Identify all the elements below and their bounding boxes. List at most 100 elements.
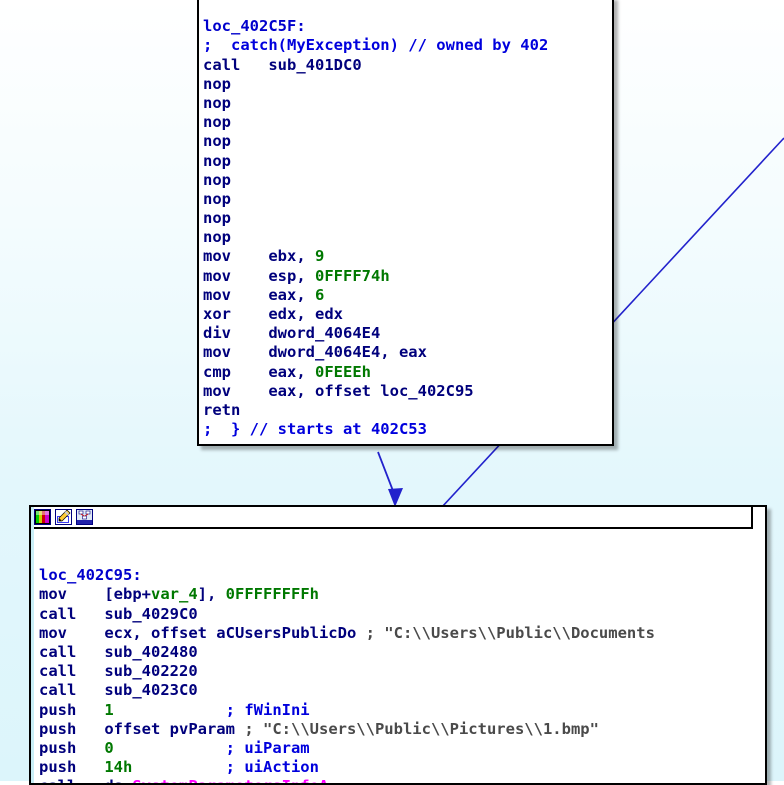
code-line: nop: [203, 75, 612, 94]
code-line: nop: [203, 132, 612, 151]
code-mnemonic: nop: [203, 209, 231, 228]
code-operand: sub_4023C0: [104, 681, 198, 700]
code-mnemonic: call: [39, 681, 77, 700]
code-line: mov esp, 0FFFF74h: [203, 267, 612, 286]
code-line: cmp eax, 0FEEEh: [203, 363, 612, 382]
code-operand: eax,: [268, 285, 315, 304]
code-mnemonic: call: [39, 662, 77, 681]
code-line: nop: [203, 228, 612, 247]
code-line: call sub_4029C0: [39, 605, 765, 624]
code-operand: ebx,: [268, 247, 315, 266]
code-line: retn: [203, 401, 612, 420]
code-line: mov eax, offset loc_402C95: [203, 382, 612, 401]
code-operand: offset pvParam: [104, 719, 235, 738]
basic-block-loc-402C5F[interactable]: loc_402C5F:; catch(MyException) // owned…: [197, 0, 614, 446]
code-mnemonic: mov: [39, 623, 67, 642]
code-local-var: var_4: [151, 585, 198, 604]
code-line: div dword_4064E4: [203, 324, 612, 343]
code-line: ; } // starts at 402C53: [203, 420, 612, 439]
code-comment: ; catch(MyException) // owned by 402: [203, 36, 549, 55]
code-comment: ; uiParam: [225, 738, 310, 757]
code-mnemonic: call: [203, 55, 241, 74]
code-mnemonic: mov: [203, 381, 231, 400]
code-string-comment: ; "C:\\Users\\Public\\Pictures\\1.bmp": [244, 719, 599, 738]
code-line: loc_402C5F:: [203, 17, 612, 36]
code-mnemonic: push: [39, 758, 77, 777]
code-mnemonic: call: [39, 604, 77, 623]
code-line: call sub_402220: [39, 662, 765, 681]
code-line: mov ebx, 9: [203, 247, 612, 266]
code-operand: sub_4029C0: [104, 604, 198, 623]
code-number: 0FFFF74h: [315, 266, 390, 285]
node-toolbar[interactable]: [31, 507, 753, 529]
code-line: ; catch(MyException) // owned by 402: [203, 36, 612, 55]
code-mnemonic: mov: [203, 343, 231, 362]
code-mnemonic: nop: [203, 93, 231, 112]
code-mnemonic: nop: [203, 132, 231, 151]
code-line: mov dword_4064E4, eax: [203, 343, 612, 362]
code-line: nop: [203, 94, 612, 113]
block-label: loc_402C95:: [39, 566, 142, 585]
code-line: push 14h ; uiAction: [39, 758, 765, 777]
code-operand: dword_4064E4: [268, 324, 381, 343]
code-comment: ; } // starts at 402C53: [203, 420, 427, 439]
code-line: mov eax, 6: [203, 286, 612, 305]
code-number: 9: [315, 247, 325, 266]
code-mnemonic: nop: [203, 74, 231, 93]
code-comment: ; uiAction: [225, 758, 319, 777]
code-number: 1: [104, 700, 114, 719]
code-operand: sub_402220: [104, 662, 198, 681]
code-mnemonic: call: [39, 777, 76, 783]
code-mnemonic: div: [203, 324, 231, 343]
code-mnemonic: nop: [203, 189, 231, 208]
code-line: xor edx, edx: [203, 305, 612, 324]
code-mnemonic: nop: [203, 170, 231, 189]
code-line: nop: [203, 171, 612, 190]
code-line: nop: [203, 190, 612, 209]
code-mnemonic: push: [39, 738, 77, 757]
code-mnemonic: mov: [203, 266, 231, 285]
code-mnemonic: nop: [203, 151, 231, 170]
code-line: push 1 ; fWinIni: [39, 701, 765, 720]
code-line: nop: [203, 209, 612, 228]
code-operand: ds:: [104, 777, 132, 783]
code-line: call ds:SystemParametersInfoA: [39, 777, 765, 783]
code-line: nop: [203, 113, 612, 132]
code-operand: ecx, offset aCUsersPublicDo: [104, 623, 357, 642]
code-number: 0FFFFFFFFh: [225, 585, 319, 604]
code-operand: [ebp+: [104, 585, 151, 604]
code-mnemonic: mov: [203, 285, 231, 304]
color-palette-icon[interactable]: [34, 509, 51, 525]
code-mnemonic: push: [39, 700, 77, 719]
code-line: call sub_4023C0: [39, 681, 765, 700]
code-operand: sub_402480: [104, 642, 198, 661]
code-operand: edx, edx: [268, 305, 343, 324]
code-operand: esp,: [268, 266, 315, 285]
code-line: push offset pvParam ; "C:\\Users\\Public…: [39, 720, 765, 739]
code-mnemonic: nop: [203, 228, 231, 247]
code-number: 0FEEEh: [315, 362, 371, 381]
code-operand: sub_401DC0: [268, 55, 362, 74]
code-operand: eax, offset loc_402C95: [268, 381, 474, 400]
edge-402C5F-to-402C95: [377, 451, 396, 497]
code-number: 14h: [104, 758, 133, 777]
code-line: nop: [203, 152, 612, 171]
code-number: 0: [104, 738, 114, 757]
code-mnemonic: mov: [39, 585, 67, 604]
edit-pencil-icon[interactable]: [55, 509, 72, 525]
disassembly-text-top[interactable]: loc_402C5F:; catch(MyException) // owned…: [199, 0, 612, 444]
code-mnemonic: xor: [203, 305, 231, 324]
code-mnemonic: cmp: [203, 362, 231, 381]
block-label: loc_402C5F:: [203, 17, 306, 36]
code-operand: ],: [197, 585, 226, 604]
graph-layout-icon[interactable]: [76, 509, 93, 525]
code-api-name: SystemParametersInfoA: [132, 777, 328, 783]
code-line: push 0 ; uiParam: [39, 739, 765, 758]
code-string-comment: ; "C:\\Users\\Public\\Documents: [365, 623, 655, 642]
code-operand: eax,: [268, 362, 315, 381]
code-mnemonic: push: [39, 719, 77, 738]
code-line: call sub_401DC0: [203, 56, 612, 75]
